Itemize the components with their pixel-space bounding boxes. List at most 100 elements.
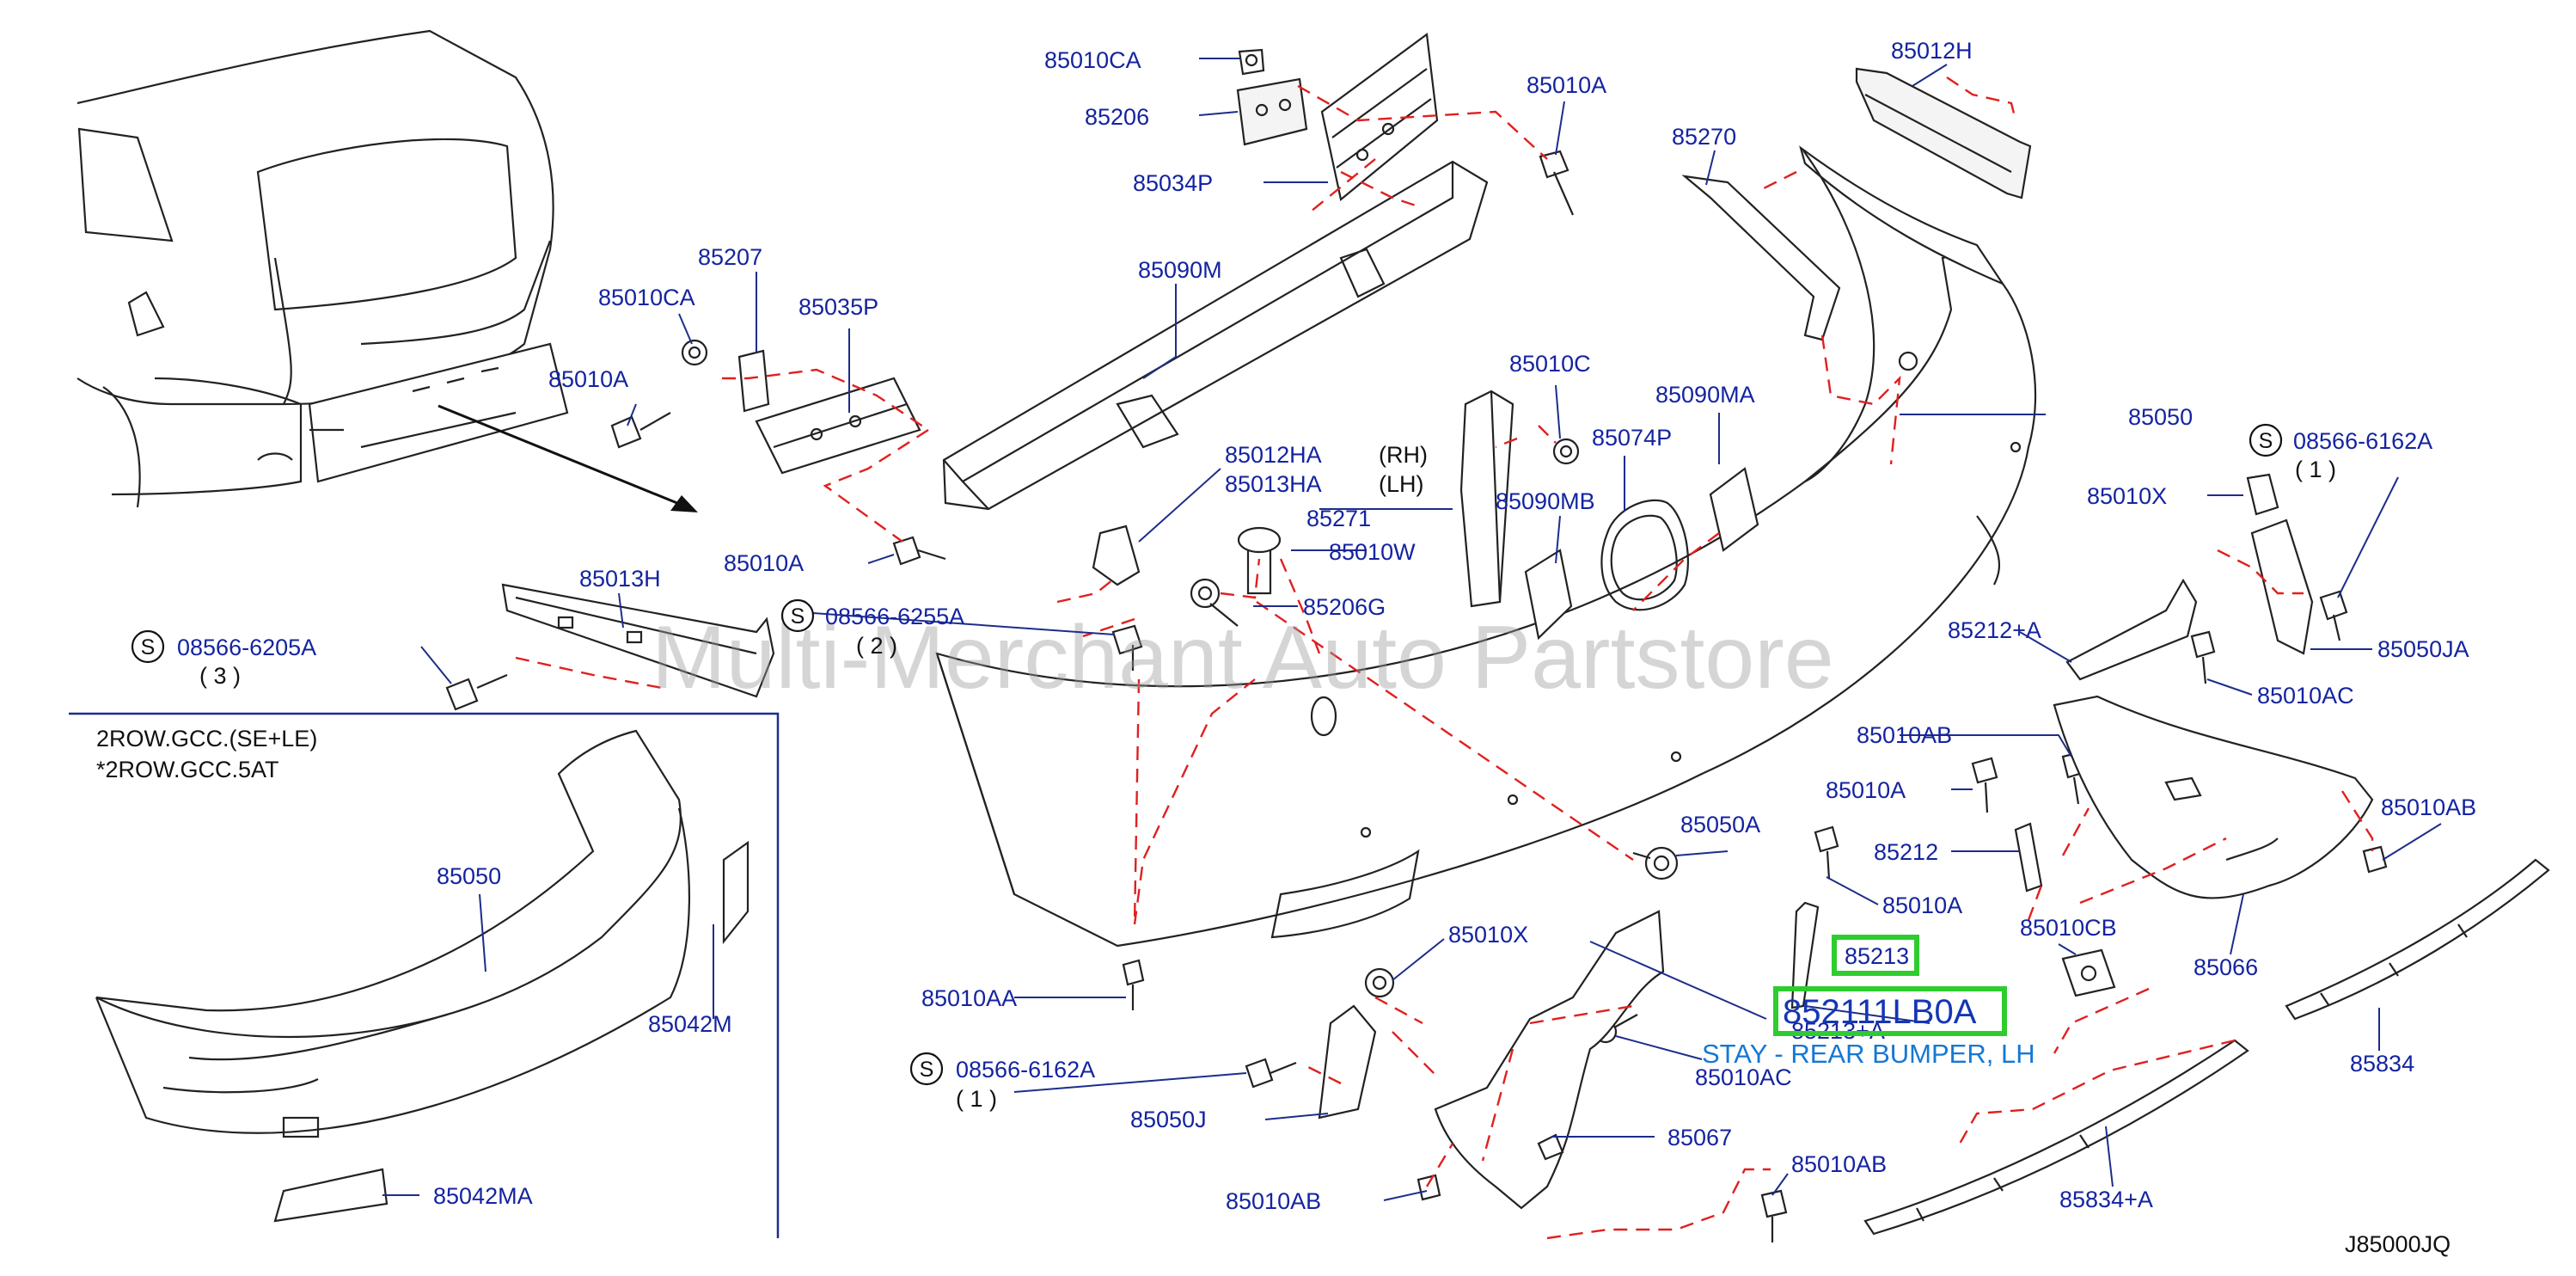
label-85010CB: 85010CB bbox=[2020, 915, 2117, 941]
label-85212: 85212 bbox=[1874, 839, 1938, 865]
inset-reflector-ma bbox=[273, 1168, 389, 1223]
bracket-85035P bbox=[755, 377, 921, 475]
screw-callout-6162A-bottom: S 08566-6162A ( 1 ) bbox=[909, 1052, 1095, 1112]
label-rh: (RH) bbox=[1379, 442, 1428, 468]
label-85212A: 85212+A bbox=[1948, 617, 2041, 643]
splash-shield-85066 bbox=[2053, 695, 2374, 899]
molding-85834 bbox=[2285, 858, 2550, 1021]
label-85050-inset: 85050 bbox=[437, 863, 501, 889]
highlighted-part[interactable]: 85213 852111LB0A STAY - REAR BUMPER, LH bbox=[1702, 935, 2035, 1069]
clip-85010CA-top bbox=[1238, 48, 1265, 76]
bolt-85010A-stay bbox=[1814, 825, 1839, 880]
clip-85010X-bottom bbox=[1364, 967, 1395, 998]
label-85090MB: 85090MB bbox=[1496, 488, 1595, 514]
bolt-85010A-left bbox=[610, 412, 671, 449]
bumper-cover-85050 bbox=[935, 145, 2037, 948]
label-85010C: 85010C bbox=[1509, 351, 1591, 377]
bracket-85034P bbox=[1320, 32, 1439, 201]
variant-inset-panel: 2ROW.GCC.(SE+LE) *2ROW.GCC.5AT bbox=[69, 712, 780, 1238]
label-85042M: 85042M bbox=[648, 1011, 732, 1037]
bolt-85050A bbox=[1632, 846, 1679, 880]
inset-reflector-m bbox=[722, 840, 750, 945]
screw-08566-6205A bbox=[445, 673, 508, 711]
screw-number: 08566-6255A bbox=[825, 604, 964, 629]
label-85012H: 85012H bbox=[1891, 38, 1973, 64]
screw-qty: ( 2 ) bbox=[856, 633, 897, 659]
label-85010CA-left: 85010CA bbox=[598, 285, 695, 310]
label-85206: 85206 bbox=[1085, 104, 1149, 130]
view-arrow bbox=[437, 404, 688, 509]
screw-08566-6162A-bottom bbox=[1245, 1058, 1297, 1089]
screw-callout-6162A-right: S 08566-6162A ( 1 ) bbox=[2249, 423, 2432, 482]
label-85050A: 85050A bbox=[1680, 812, 1760, 837]
inset-bumper-cover bbox=[95, 729, 690, 1138]
label-85010AC-right: 85010AC bbox=[2257, 683, 2354, 709]
screw-08566-6162A-right bbox=[2319, 590, 2348, 641]
bracket-85212A bbox=[2065, 578, 2198, 681]
screw-symbol: S bbox=[2259, 429, 2273, 453]
clip-85010CA-left bbox=[681, 339, 708, 366]
bracket-85207 bbox=[737, 349, 770, 413]
bolt-85010AB-lower bbox=[1760, 1189, 1788, 1242]
leader-lines bbox=[382, 58, 2442, 1201]
bracket-85206 bbox=[1236, 77, 1308, 146]
stay-85271 bbox=[1459, 390, 1514, 608]
screw-callout-6255A: S 08566-6255A ( 2 ) bbox=[780, 598, 964, 659]
label-85010A-mid: 85010A bbox=[724, 550, 804, 576]
label-85066: 85066 bbox=[2194, 954, 2258, 980]
label-85010CA-top: 85010CA bbox=[1044, 47, 1141, 73]
vehicle-rear-view bbox=[76, 29, 569, 508]
label-lh: (LH) bbox=[1379, 471, 1424, 497]
variant-note-2: *2ROW.GCC.5AT bbox=[96, 757, 279, 782]
stay-85213 bbox=[1790, 901, 1820, 1009]
splash-shield-85067 bbox=[1434, 910, 1665, 1210]
label-85834: 85834 bbox=[2350, 1051, 2414, 1077]
label-85010AB-far: 85010AB bbox=[2381, 794, 2476, 820]
screw-number: 08566-6162A bbox=[2293, 428, 2432, 454]
bracket-85012H bbox=[1855, 67, 2032, 199]
bracket-85012HA bbox=[1092, 525, 1141, 586]
label-85834A: 85834+A bbox=[2059, 1187, 2153, 1212]
label-85010X-bottom: 85010X bbox=[1448, 922, 1528, 948]
highlight-description: STAY - REAR BUMPER, LH bbox=[1702, 1039, 2035, 1069]
screw-qty: ( 3 ) bbox=[199, 663, 241, 689]
clip-85206G bbox=[1190, 578, 1239, 627]
label-85010A-stay: 85010A bbox=[1882, 893, 1962, 918]
nut-85010C bbox=[1552, 438, 1580, 465]
bolt-85010AB-far bbox=[2362, 845, 2388, 874]
label-85010AC-bottom: 85010AC bbox=[1695, 1064, 1792, 1090]
label-85271: 85271 bbox=[1306, 506, 1371, 531]
label-85050: 85050 bbox=[2128, 404, 2193, 430]
label-85010AB-right: 85010AB bbox=[1857, 722, 1952, 748]
label-85035P: 85035P bbox=[798, 294, 878, 320]
label-85042MA: 85042MA bbox=[433, 1183, 533, 1209]
bolt-85010A-right bbox=[1971, 757, 1998, 813]
label-85010A-right: 85010A bbox=[1826, 777, 1906, 803]
assembly-guide-lines bbox=[515, 77, 2374, 1240]
bracket-85013H bbox=[501, 583, 775, 698]
reflector-85090MA bbox=[1709, 467, 1759, 552]
label-85207: 85207 bbox=[698, 244, 762, 270]
clip-85010W bbox=[1237, 526, 1282, 595]
screw-symbol: S bbox=[791, 604, 805, 629]
molding-85834A bbox=[1863, 1039, 2249, 1236]
bracket-85050JA bbox=[2250, 518, 2314, 655]
view-arrowhead bbox=[670, 495, 698, 512]
bolt-85010AA bbox=[1122, 959, 1145, 1010]
screw-08566-6255A bbox=[1111, 624, 1143, 671]
label-85074P: 85074P bbox=[1592, 425, 1672, 451]
nut-85010CB bbox=[2061, 948, 2116, 997]
label-85013HA: 85013HA bbox=[1225, 471, 1322, 497]
label-85010W: 85010W bbox=[1329, 539, 1416, 565]
label-85010A-top: 85010A bbox=[1527, 72, 1606, 98]
label-85206G: 85206G bbox=[1303, 594, 1386, 620]
label-85050JA: 85050JA bbox=[2377, 636, 2469, 662]
bracket-85050J bbox=[1318, 1004, 1377, 1120]
highlight-ref: 85213 bbox=[1845, 943, 1909, 969]
label-85010X-right: 85010X bbox=[2087, 483, 2167, 509]
reinforcement-beam-85090M bbox=[942, 160, 1489, 511]
reflector-85090MB bbox=[1524, 549, 1573, 641]
screw-qty: ( 1 ) bbox=[2295, 457, 2336, 482]
highlight-part-number[interactable]: 852111LB0A bbox=[1783, 993, 1977, 1031]
